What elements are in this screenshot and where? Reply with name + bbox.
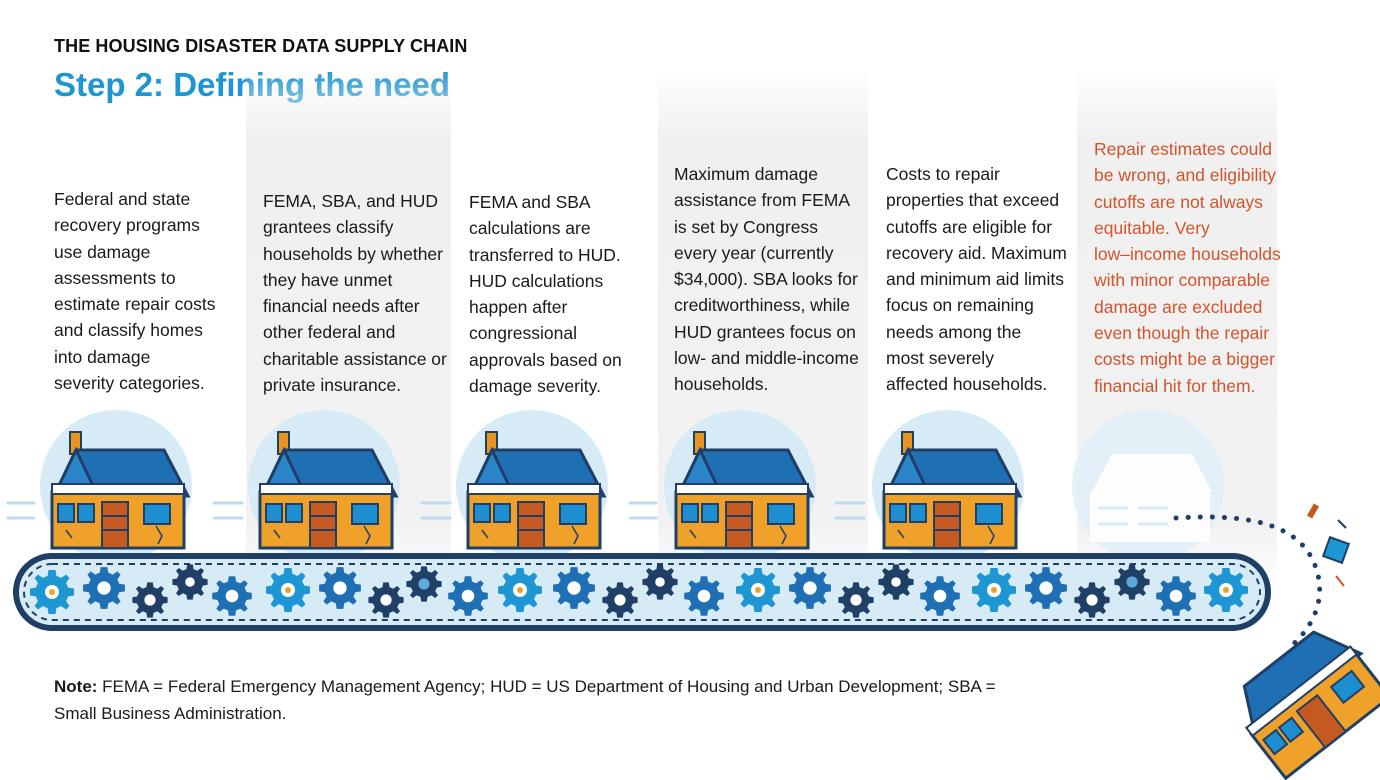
text-line: is set by Congress [674,216,818,237]
text-line: be wrong, and eligibility [1094,165,1276,186]
text-line: financial needs after [263,296,420,317]
text-line: Costs to repair [886,164,1000,184]
text-line: congressional [469,323,577,344]
text-line: creditworthiness, while [674,295,851,316]
text-line: affected households. [886,374,1048,395]
text-line: low- and middle-income [674,348,859,369]
text-line: recovery programs [54,215,200,236]
kicker: THE HOUSING DISASTER DATA SUPPLY CHAIN [54,36,468,56]
note-text: FEMA = Federal Emergency Management Agen… [54,677,996,723]
text-line: and classify homes [54,320,203,341]
house-icon-4 [662,408,818,564]
text-line: needs among the [886,321,1022,342]
text-line: they have unmet [263,269,393,290]
text-line: other federal and [263,322,396,343]
step-text-2: FEMA, SBA, and HUD grantees classify house… [263,188,447,398]
text-line: costs might be a bigger [1094,349,1275,370]
ghost-house-icon [1072,410,1224,562]
text-line: most severely [886,348,994,369]
text-line: cutoffs are eligible for [886,216,1053,237]
text-line: $34,000). SBA looks for [674,269,858,290]
text-line: even though the repair [1094,323,1270,344]
text-line: private insurance. [263,375,402,396]
step-text-6: Repair estimates could be wrong, and elig… [1094,136,1281,399]
text-line: and minimum aid limits [886,269,1064,290]
text-line: focus on remaining [886,295,1034,316]
house-icon-2 [246,408,402,564]
text-line: every year (currently [674,242,834,263]
text-line: grantees classify [263,217,394,238]
text-line: calculations are [469,218,591,239]
text-line: HUD calculations [469,270,604,291]
text-line: Maximum damage [674,164,818,184]
text-line: Federal and state [54,189,191,209]
note-label: Note: [54,677,98,696]
text-line: HUD grantees focus on [674,321,856,342]
text-line: use damage [54,241,151,262]
text-line: assessments to [54,267,176,288]
text-line: Repair estimates could [1094,139,1272,159]
text-line: recovery aid. Maximum [886,242,1067,263]
text-line: transferred to HUD. [469,244,621,265]
footnote: Note: FEMA = Federal Emergency Managemen… [54,673,1034,727]
step-text-3: FEMA and SBA calculations are transferred … [469,189,622,399]
falling-house-icon [1242,630,1380,780]
text-line: assistance from FEMA [674,190,851,211]
step-text-4: Maximum damage assistance from FEMA is set… [674,161,859,398]
house-icon-3 [454,408,610,564]
text-line: severity categories. [54,373,205,394]
text-line: low–income households [1094,244,1281,265]
text-line: equitable. Very [1094,217,1210,238]
house-icon-5 [870,408,1026,564]
text-line: households. [674,374,769,395]
text-line: financial hit for them. [1094,375,1256,396]
step-text-5: Costs to repair properties that exceed cut… [886,161,1067,398]
text-line: charitable assistance or [263,348,447,369]
house-icon-1 [38,408,194,564]
text-line: cutoffs are not always [1094,191,1263,212]
text-line: damage are excluded [1094,296,1263,317]
step-text-1: Federal and state recovery programs use da… [54,186,215,396]
gear-row [30,564,1248,618]
text-line: approvals based on [469,349,622,370]
conveyor-belt [13,553,1271,631]
text-line: into damage [54,346,151,367]
text-line: properties that exceed [886,190,1060,211]
text-line: estimate repair costs [54,294,216,315]
text-line: with minor comparable [1094,270,1271,291]
text-line: households by whether [263,243,443,264]
text-line: damage severity. [469,376,601,397]
text-line: happen after [469,297,568,318]
text-line: FEMA, SBA, and HUD [263,191,439,211]
text-line: FEMA and SBA [469,192,591,212]
